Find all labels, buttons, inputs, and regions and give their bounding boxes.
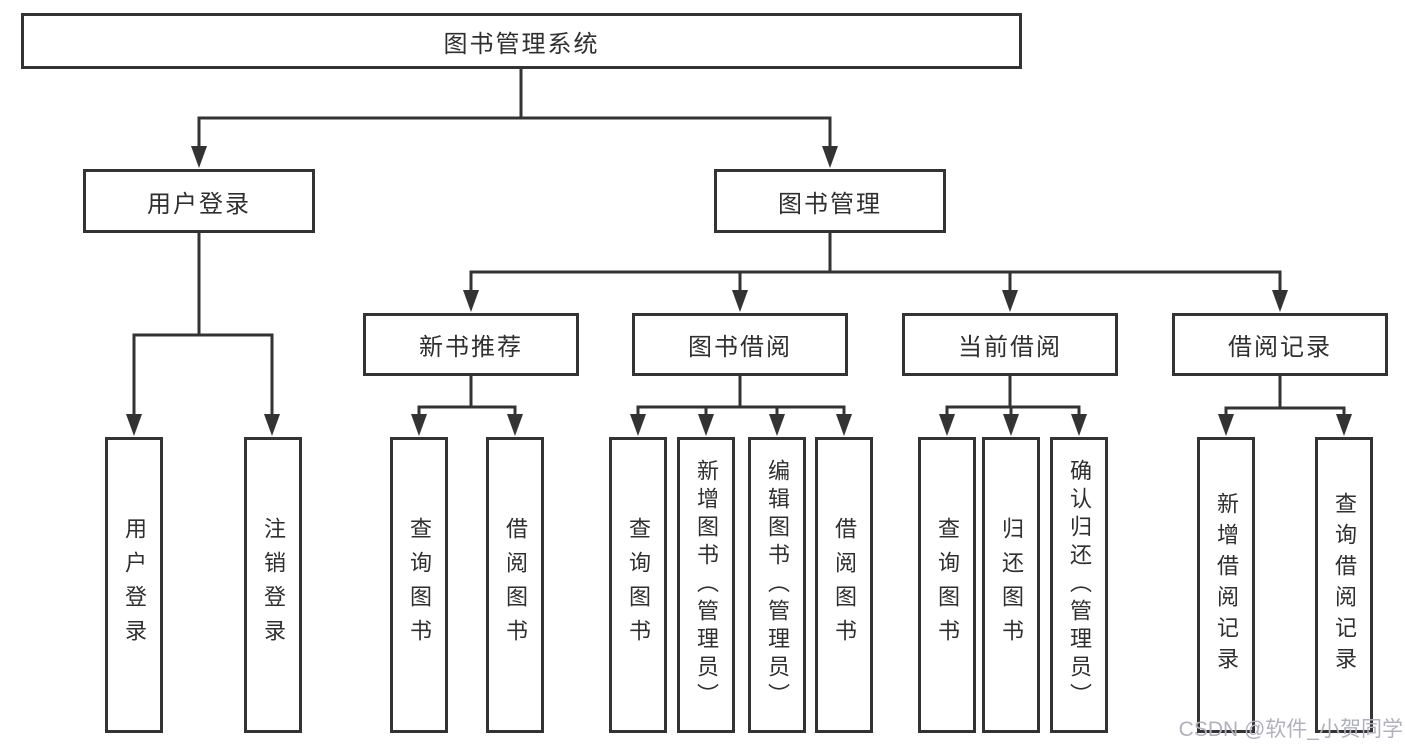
node-borrow-records-label: 借阅记录 bbox=[1228, 334, 1332, 361]
leaf-borrow-books-label: 借阅图书 bbox=[832, 517, 857, 653]
node-current-borrow: 当前借阅 bbox=[902, 313, 1118, 376]
leaf-borrow-books-recommend: 借阅图书 bbox=[486, 437, 544, 733]
leaf-borrow-books: 借阅图书 bbox=[815, 437, 873, 733]
leaf-user-login-label: 用户登录 bbox=[122, 517, 147, 653]
leaf-add-borrow-record: 新增借阅记录 bbox=[1197, 437, 1255, 733]
leaf-query-books-borrow: 查询图书 bbox=[609, 437, 667, 733]
leaf-borrow-books-recommend-label: 借阅图书 bbox=[503, 517, 528, 653]
leaf-query-books-recommend: 查询图书 bbox=[390, 437, 448, 733]
arrowheads bbox=[126, 146, 1352, 436]
leaf-add-books-admin: 新增图书（管理员） bbox=[677, 437, 735, 733]
leaf-edit-books-admin-label: 编辑图书（管理员） bbox=[765, 459, 790, 711]
node-user-login: 用户登录 bbox=[83, 169, 315, 233]
leaf-logout-label: 注销登录 bbox=[261, 517, 286, 653]
node-current-borrow-label: 当前借阅 bbox=[958, 334, 1062, 361]
leaf-query-borrow-record-label: 查询借阅记录 bbox=[1332, 492, 1357, 678]
node-library-system: 图书管理系统 bbox=[21, 13, 1022, 69]
leaf-query-books-recommend-label: 查询图书 bbox=[407, 517, 432, 653]
node-user-login-label: 用户登录 bbox=[147, 190, 251, 218]
leaf-logout: 注销登录 bbox=[244, 437, 302, 733]
leaf-add-books-admin-label: 新增图书（管理员） bbox=[694, 459, 719, 711]
leaf-return-books: 归还图书 bbox=[982, 437, 1040, 733]
leaf-edit-books-admin: 编辑图书（管理员） bbox=[748, 437, 806, 733]
leaf-query-books-current-label: 查询图书 bbox=[935, 517, 960, 653]
node-book-management-label: 图书管理 bbox=[778, 190, 882, 218]
node-book-borrow-label: 图书借阅 bbox=[688, 334, 792, 361]
node-new-book-recommend: 新书推荐 bbox=[363, 313, 579, 376]
leaf-query-books-current: 查询图书 bbox=[918, 437, 976, 733]
node-book-borrow: 图书借阅 bbox=[632, 313, 848, 376]
leaf-query-borrow-record: 查询借阅记录 bbox=[1315, 437, 1373, 733]
node-borrow-records: 借阅记录 bbox=[1172, 313, 1388, 376]
node-library-system-label: 图书管理系统 bbox=[443, 30, 600, 58]
csdn-watermark: CSDN @软件_小贺同学 bbox=[1178, 718, 1403, 741]
node-new-book-recommend-label: 新书推荐 bbox=[419, 334, 523, 361]
leaf-user-login: 用户登录 bbox=[105, 437, 163, 733]
leaf-confirm-return-admin-label: 确认归还（管理员） bbox=[1067, 459, 1092, 711]
leaf-confirm-return-admin: 确认归还（管理员） bbox=[1050, 437, 1108, 733]
leaf-add-borrow-record-label: 新增借阅记录 bbox=[1214, 492, 1239, 678]
leaf-return-books-label: 归还图书 bbox=[999, 517, 1024, 653]
node-book-management: 图书管理 bbox=[714, 169, 946, 233]
leaf-query-books-borrow-label: 查询图书 bbox=[626, 517, 651, 653]
